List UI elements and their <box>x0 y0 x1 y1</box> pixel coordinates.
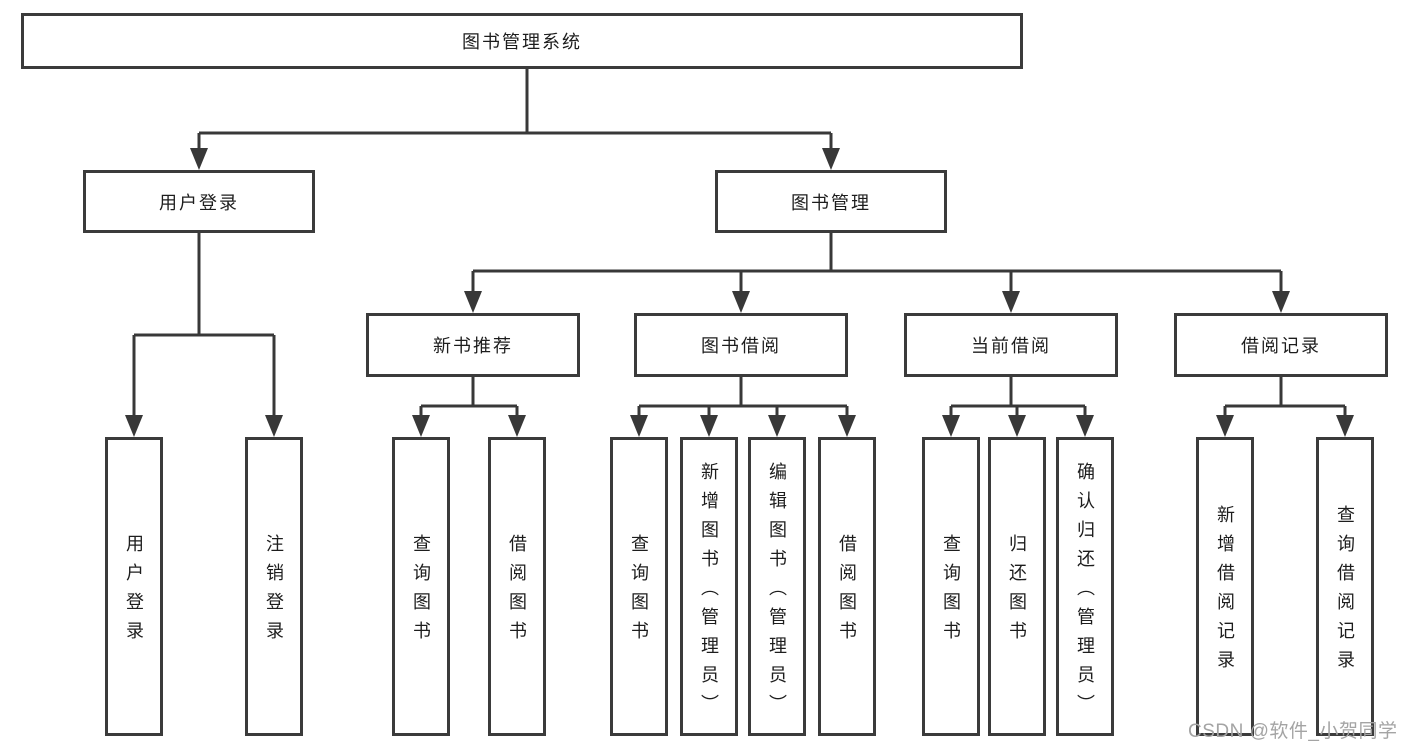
node-current-borrowing: 当前借阅 <box>904 313 1118 377</box>
node-leaf-borrow-books: 借阅图书 <box>818 437 876 736</box>
node-leaf-return-book: 归还图书 <box>988 437 1046 736</box>
node-leaf-query-books-current: 查询图书 <box>922 437 980 736</box>
node-label: 确认归还（管理员） <box>1075 461 1095 723</box>
node-label: 查询图书 <box>629 534 649 650</box>
node-label: 用户登录 <box>159 192 239 213</box>
node-label: 查询图书 <box>941 534 961 650</box>
csdn-watermark: CSDN @软件_小贺同学 <box>1188 721 1398 742</box>
node-label: 编辑图书（管理员） <box>767 461 787 723</box>
node-label: 新增图书（管理员） <box>699 461 719 723</box>
node-leaf-add-book-admin: 新增图书（管理员） <box>680 437 738 736</box>
node-leaf-query-borrow-record: 查询借阅记录 <box>1316 437 1374 736</box>
node-leaf-query-books-borrowing: 查询图书 <box>610 437 668 736</box>
node-leaf-query-books-recommend: 查询图书 <box>392 437 450 736</box>
node-leaf-add-borrow-record: 新增借阅记录 <box>1196 437 1254 736</box>
node-label: 借阅图书 <box>507 534 527 650</box>
node-label: 查询借阅记录 <box>1335 505 1355 679</box>
node-label: 新增借阅记录 <box>1215 505 1235 679</box>
node-label: 注销登录 <box>264 534 284 650</box>
node-leaf-logout: 注销登录 <box>245 437 303 736</box>
node-label: 查询图书 <box>411 534 431 650</box>
node-leaf-borrow-books-recommend: 借阅图书 <box>488 437 546 736</box>
node-book-management: 图书管理 <box>715 170 947 233</box>
node-label: 归还图书 <box>1007 534 1027 650</box>
node-borrowing-records: 借阅记录 <box>1174 313 1388 377</box>
node-label: 用户登录 <box>124 534 144 650</box>
node-label: 图书管理系统 <box>462 32 582 52</box>
node-leaf-user-login: 用户登录 <box>105 437 163 736</box>
node-book-borrowing: 图书借阅 <box>634 313 848 377</box>
node-user-login: 用户登录 <box>83 170 315 233</box>
node-label: 当前借阅 <box>971 336 1051 356</box>
node-new-book-recommendation: 新书推荐 <box>366 313 580 377</box>
node-label: 新书推荐 <box>433 336 513 356</box>
node-root-library-system: 图书管理系统 <box>21 13 1023 69</box>
node-label: 借阅图书 <box>837 534 857 650</box>
node-label: 图书管理 <box>791 192 871 213</box>
node-leaf-confirm-return-admin: 确认归还（管理员） <box>1056 437 1114 736</box>
node-label: 借阅记录 <box>1241 336 1321 356</box>
node-label: 图书借阅 <box>701 336 781 356</box>
node-leaf-edit-book-admin: 编辑图书（管理员） <box>748 437 806 736</box>
